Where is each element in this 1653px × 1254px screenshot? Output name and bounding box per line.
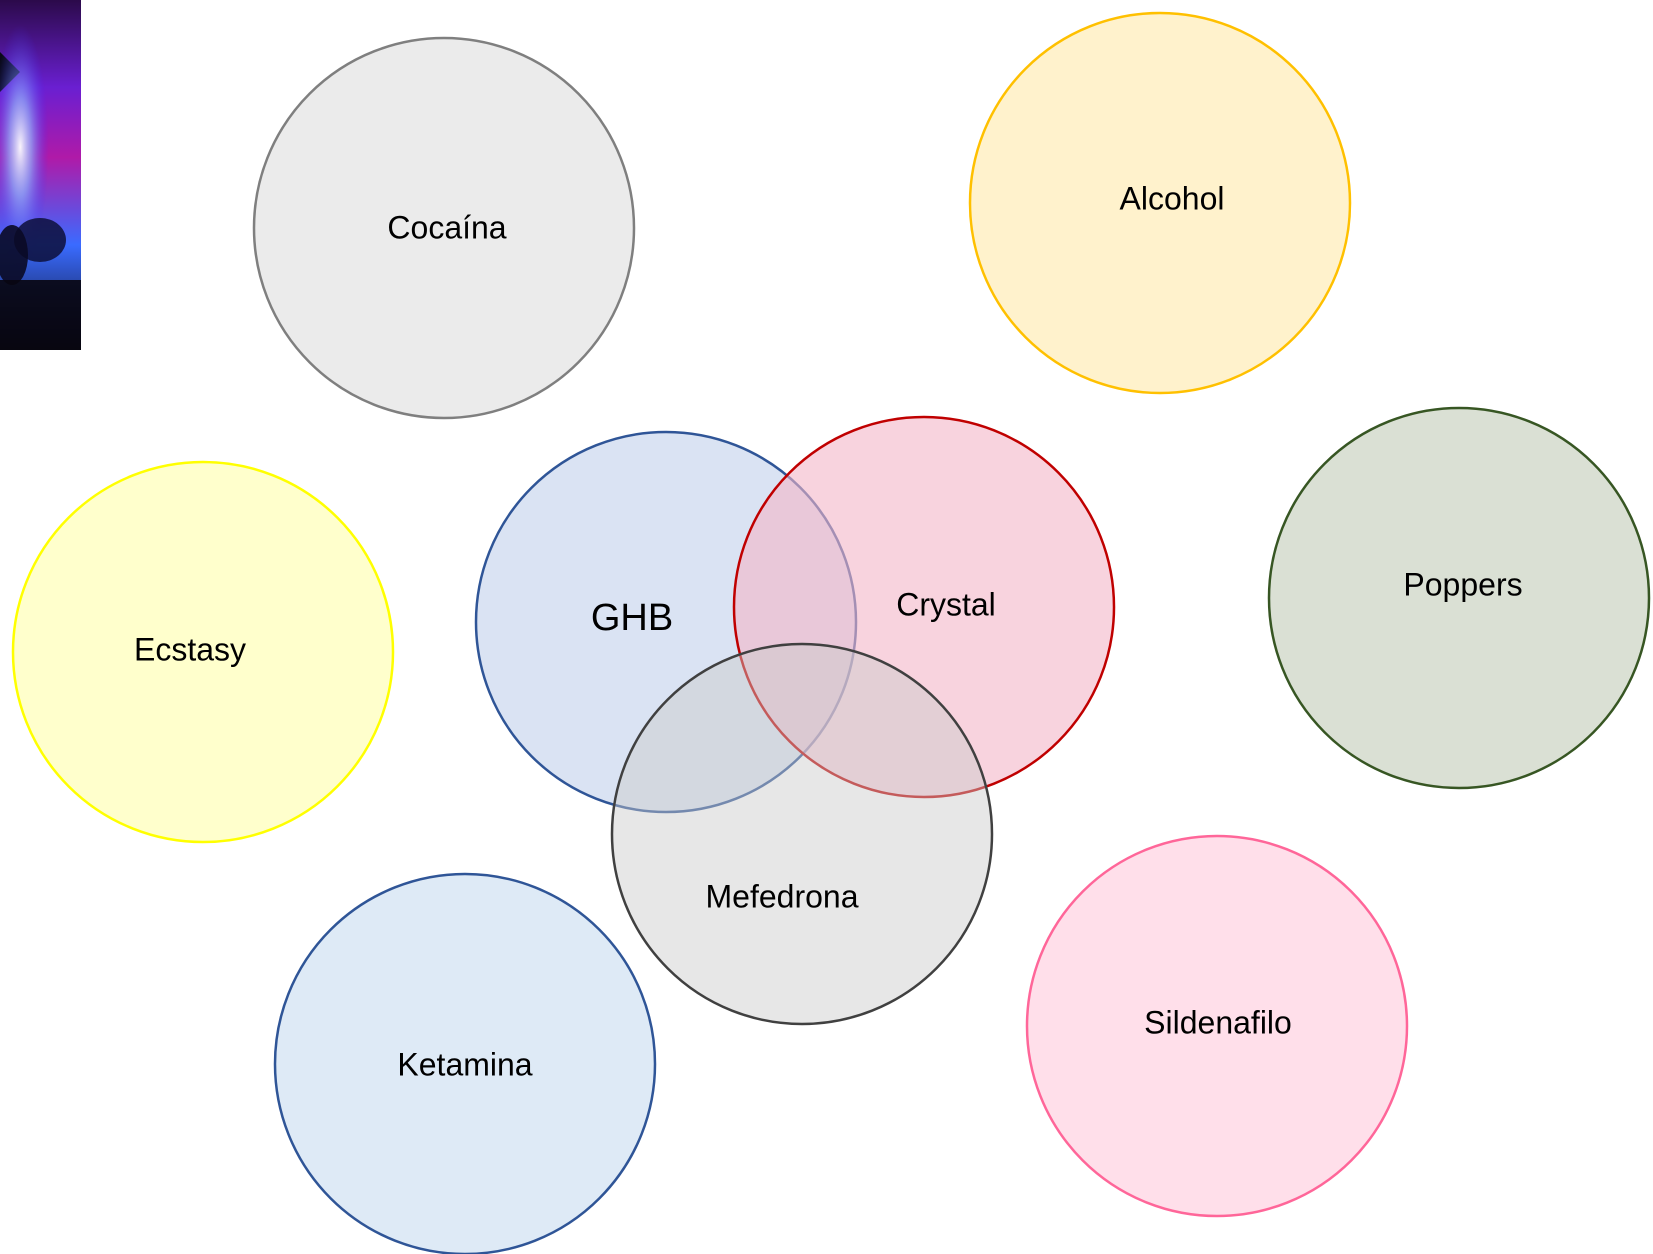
label-ketamina: Ketamina xyxy=(397,1046,532,1082)
circle-alcohol: Alcohol xyxy=(968,11,1352,395)
label-mefedrona: Mefedrona xyxy=(706,878,859,914)
circle-ketamina: Ketamina xyxy=(273,872,657,1254)
nightclub-photo-icon xyxy=(0,0,81,350)
label-poppers: Poppers xyxy=(1403,566,1522,602)
circle-poppers: Poppers xyxy=(1267,406,1651,790)
circle-crystal xyxy=(732,415,1116,799)
label-cocaina: Cocaína xyxy=(387,209,506,245)
label-sildenafilo: Sildenafilo xyxy=(1144,1004,1292,1040)
circle-ecstasy: Ecstasy xyxy=(11,460,395,844)
circle-crystal-shape xyxy=(732,415,1116,799)
circle-sildenafilo-shape xyxy=(1025,834,1409,1218)
circle-cocaina-shape xyxy=(252,36,636,420)
circle-cocaina: Cocaína xyxy=(252,36,636,420)
circle-sildenafilo: Sildenafilo xyxy=(1025,834,1409,1218)
label-crystal: Crystal xyxy=(896,586,996,622)
label-alcohol: Alcohol xyxy=(1120,180,1225,216)
circle-ecstasy-shape xyxy=(11,460,395,844)
circle-mefedrona xyxy=(610,642,994,1026)
circle-mefedrona-shape xyxy=(610,642,994,1026)
label-ecstasy: Ecstasy xyxy=(134,631,246,667)
label-ghb: GHB xyxy=(591,597,673,639)
circle-alcohol-shape xyxy=(968,11,1352,395)
circle-ketamina-shape xyxy=(273,872,657,1254)
circle-poppers-shape xyxy=(1267,406,1651,790)
